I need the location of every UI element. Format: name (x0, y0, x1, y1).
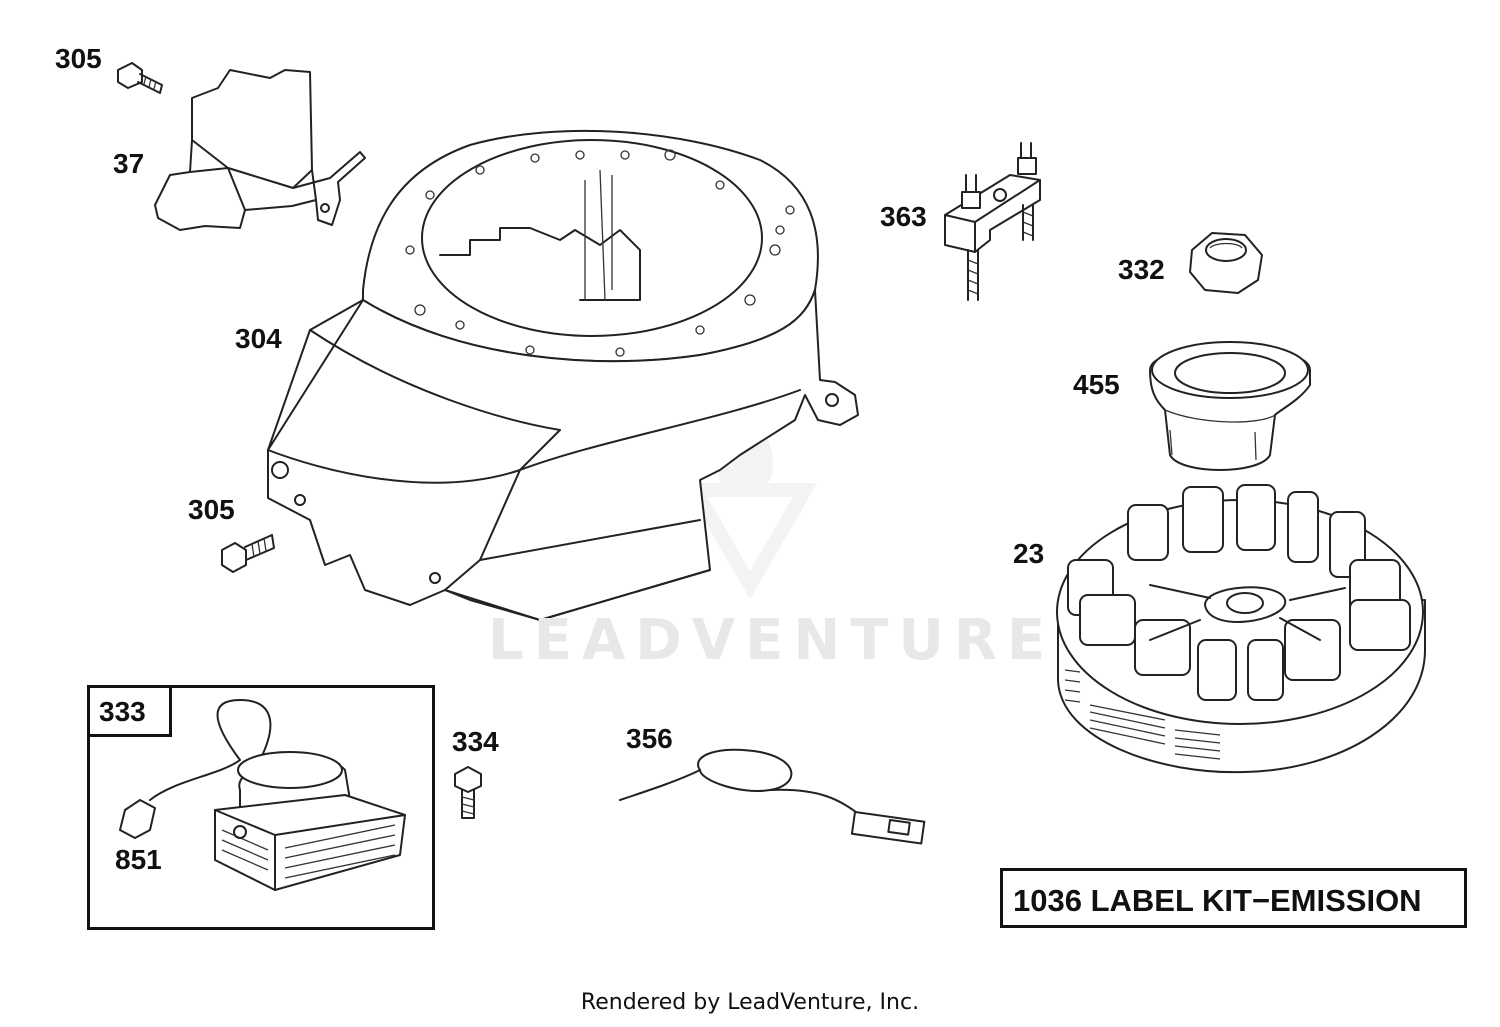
nut-332 (1189, 232, 1263, 294)
coil-box-label-frame (87, 685, 172, 737)
label-851: 851 (115, 844, 162, 875)
screw-305-top (117, 62, 163, 94)
label-334: 334 (452, 726, 499, 757)
flywheel-23 (1056, 484, 1426, 774)
label-332: 332 (1118, 254, 1165, 285)
label-356: 356 (626, 723, 673, 754)
screw-305-mid (221, 534, 275, 573)
ground-wire-356 (619, 748, 926, 845)
label-455: 455 (1073, 369, 1120, 400)
label-305-top: 305 (55, 43, 102, 74)
blower-housing-304 (267, 129, 859, 621)
screw-334 (454, 766, 482, 819)
label-305-mid: 305 (188, 494, 235, 525)
label-kit-text: 1036 LABEL KIT−EMISSION (1013, 883, 1422, 918)
label-37: 37 (113, 148, 145, 179)
air-guide-37 (154, 69, 366, 231)
label-304: 304 (235, 323, 282, 354)
label-kit-box (1000, 868, 1467, 928)
cup-455 (1149, 341, 1311, 471)
label-333: 333 (99, 696, 146, 727)
bracket-363 (944, 142, 1041, 301)
watermark-text: LEADVENTURE (488, 608, 1056, 673)
footer-credit: Rendered by LeadVenture, Inc. (580, 990, 920, 1015)
coil-assembly-box (87, 685, 435, 930)
coil-851 (119, 699, 406, 891)
label-23: 23 (1013, 538, 1045, 569)
label-363: 363 (880, 201, 927, 232)
